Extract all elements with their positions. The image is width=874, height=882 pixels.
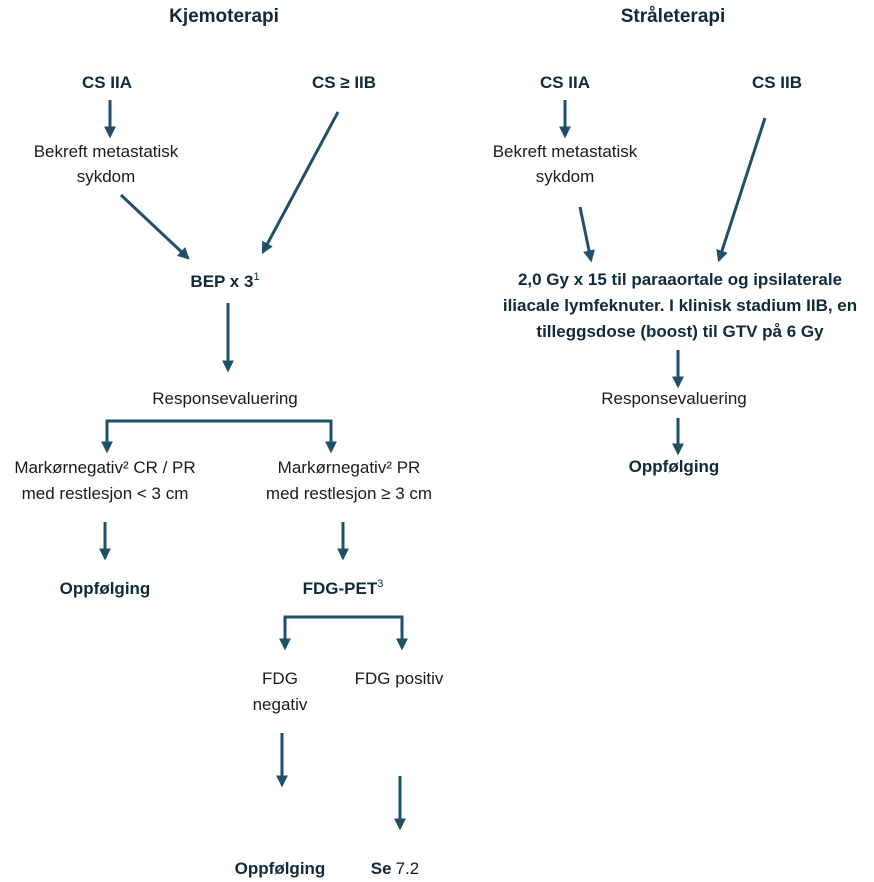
straale-cs-iia: CS IIA xyxy=(540,73,590,92)
straale-cs-iib: CS IIB xyxy=(752,73,802,92)
kjemoterapi-title: Kjemoterapi xyxy=(169,6,279,27)
section-number: 7.2 xyxy=(396,859,420,878)
bep-text: BEP x 3 xyxy=(190,272,253,291)
straale-oppfolging: Oppfølging xyxy=(629,457,720,476)
dose-line2: iliacale lymfeknuter. I klinisk stadium … xyxy=(503,296,857,315)
dose-line1: 2,0 Gy x 15 til paraaortale og ipsilater… xyxy=(518,270,842,289)
footnote-3: 3 xyxy=(377,578,383,590)
kjemo-oppfolging-final: Oppfølging xyxy=(235,859,326,878)
kjemo-bekreft-line2: sykdom xyxy=(77,167,136,186)
branch-connector xyxy=(105,419,337,454)
straale-responsevaluering: Responsevaluering xyxy=(601,389,747,408)
fdg-branch-connector xyxy=(283,615,408,651)
fdg-negativ-line1: FDG xyxy=(262,669,298,688)
left-outcome-line2: med restlesjon < 3 cm xyxy=(22,484,189,503)
fdg-positiv: FDG positiv xyxy=(355,669,444,688)
fdg-pet-text: FDG-PET xyxy=(303,579,378,598)
arrow xyxy=(578,206,595,263)
dose-line3: tilleggsdose (boost) til GTV på 6 Gy xyxy=(536,322,824,341)
left-outcome-line1: Markørnegativ² CR / PR xyxy=(14,458,195,477)
kjemo-oppfolging: Oppfølging xyxy=(60,579,151,598)
kjemo-responsevaluering: Responsevaluering xyxy=(152,389,298,408)
footnote-1: 1 xyxy=(253,271,259,283)
arrow xyxy=(716,117,767,263)
right-outcome-line2: med restlesjon ≥ 3 cm xyxy=(266,484,432,503)
right-outcome-line1: Markørnegativ² PR xyxy=(278,458,421,477)
arrow xyxy=(119,193,190,260)
fdg-pet-label: FDG-PET3 xyxy=(303,578,384,598)
arrow xyxy=(261,111,340,255)
kjemo-cs-iib: CS ≥ IIB xyxy=(312,73,376,92)
straale-bekreft-line2: sykdom xyxy=(536,167,595,186)
kjemo-cs-iia: CS IIA xyxy=(82,73,132,92)
straaleterapi-title: Stråleterapi xyxy=(621,6,726,27)
kjemo-bekreft-line1: Bekreft metastatisk xyxy=(34,142,179,161)
bep-label: BEP x 31 xyxy=(190,271,259,291)
straale-bekreft-line1: Bekreft metastatisk xyxy=(493,142,638,161)
se-text: Se xyxy=(371,859,392,878)
fdg-negativ-line2: negativ xyxy=(253,695,308,714)
